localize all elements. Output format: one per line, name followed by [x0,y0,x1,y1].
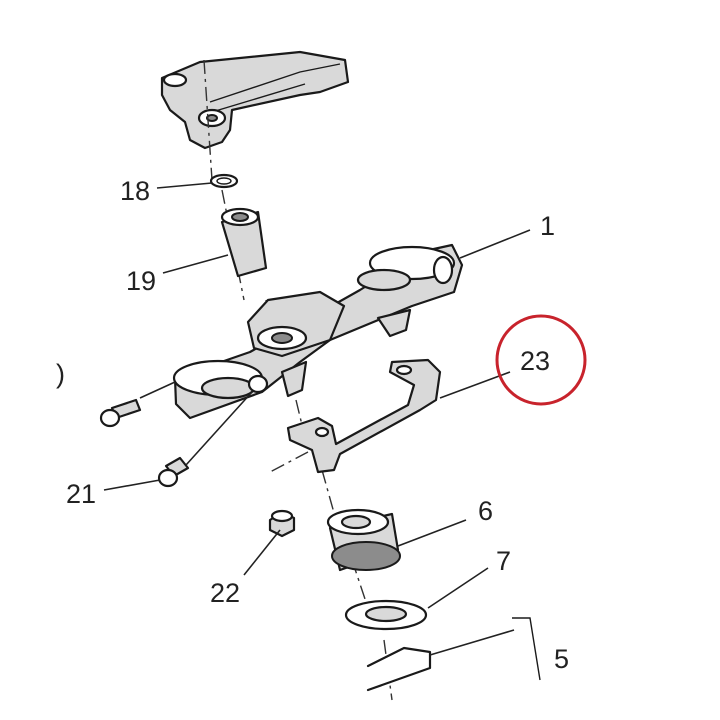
callout-6: 6 [478,496,493,526]
leader-19 [162,254,229,274]
callout-7: 7 [496,546,511,576]
leader-20 [139,381,176,399]
part-19-bushing [220,207,268,278]
part-20-bolt [99,398,142,428]
callout-18: 18 [120,176,150,206]
callout-21: 21 [66,479,96,509]
part-1-triple-clamp [172,243,464,420]
part-23-bracket [286,358,442,474]
leader-1 [459,229,531,259]
leader-21-target [185,391,253,466]
part-6-bearing [326,508,401,572]
leader-5 [429,629,515,656]
leader-7 [427,567,489,609]
highlight-circle [495,314,587,406]
callout-23: 23 [520,346,550,376]
leader-21 [103,479,161,491]
part-5-stem [366,617,541,692]
part-22-nut [268,509,296,538]
leader-18 [156,182,213,189]
callout-20-partial: ) [56,359,65,389]
center-axis-nut [269,451,309,473]
leader-6 [397,519,467,547]
callout-5: 5 [554,644,569,674]
part-21-bolt [157,456,190,488]
leader-22 [243,529,281,576]
callout-1: 1 [540,211,555,241]
callout-19: 19 [126,266,156,296]
leader-23 [439,371,511,399]
callout-22: 22 [210,578,240,608]
handlebar-bracket-part [160,50,350,150]
part-7-seal [344,599,428,631]
part-18-washer [209,173,239,189]
